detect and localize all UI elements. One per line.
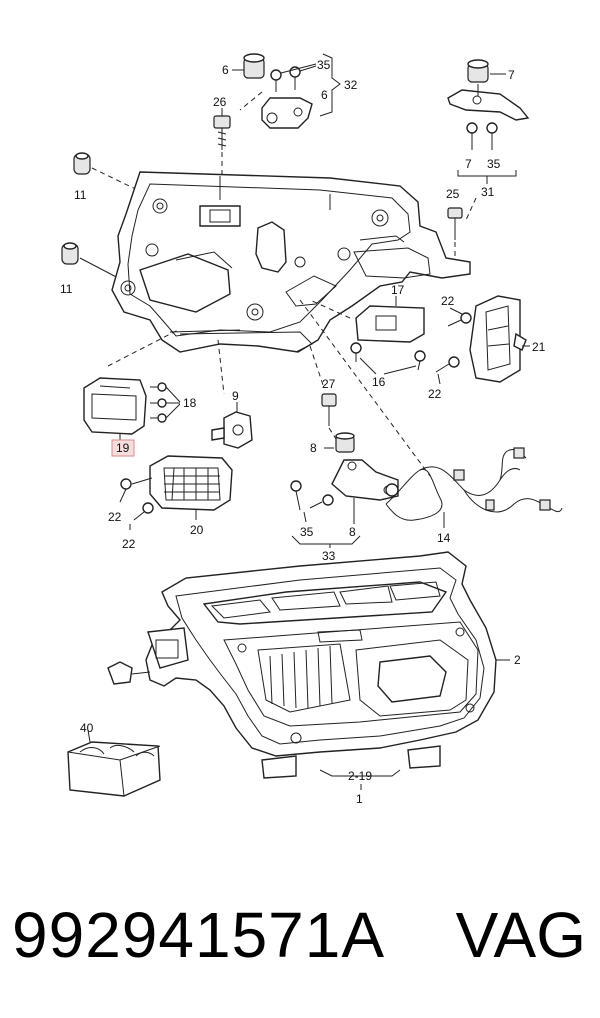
- callout-22-left-lower: 22: [122, 537, 136, 551]
- part-20-mesh-cover: [149, 455, 233, 520]
- part-16-screws: [350, 342, 426, 375]
- callout-14: 14: [437, 531, 451, 545]
- callout-31: 31: [481, 185, 495, 199]
- part-35-screws-top: [270, 63, 317, 92]
- brand-label: VAG: [455, 899, 586, 971]
- part-9-adjuster-motor: [211, 339, 253, 449]
- part-17-control-module: [309, 296, 425, 343]
- part-19-ballast-module: [83, 377, 147, 442]
- part-8-bracket: [331, 459, 399, 524]
- housing-back-plate: [111, 171, 471, 353]
- callout-19: 19: [116, 441, 130, 455]
- callout-11-lower: 11: [60, 282, 73, 296]
- part-number: 992941571A: [12, 899, 386, 971]
- footer: 992941571A VAG: [0, 880, 600, 990]
- callout-16: 16: [372, 375, 386, 389]
- part-11-cap-lower: [61, 242, 123, 281]
- part-6-nut-top: [232, 53, 265, 79]
- callout-25: 25: [446, 187, 460, 201]
- callout-2: 2: [514, 653, 521, 667]
- part-35-screws-bottom: [290, 480, 334, 523]
- callout-17: 17: [391, 283, 405, 297]
- part-22-screw-upper-right: [447, 307, 472, 327]
- callout-26: 26: [213, 95, 227, 109]
- part-27-screw: [309, 345, 339, 443]
- part-14-wiring-harness: [299, 299, 563, 528]
- part-25-screw: 25: [446, 187, 463, 264]
- callout-7-top: 7: [508, 68, 515, 82]
- callout-7-group: 7: [465, 157, 472, 171]
- part-8-nut: [324, 432, 355, 453]
- part-22-screws-left: [119, 477, 154, 530]
- callout-6-top: 6: [222, 63, 229, 77]
- callout-2-19: 2-19: [348, 769, 372, 783]
- callout-21: 21: [532, 340, 546, 354]
- callout-40: 40: [80, 721, 94, 735]
- part-40-kit-box: [67, 729, 161, 797]
- callout-6-group: 6: [321, 88, 328, 102]
- part-22-screw-lower-right: [435, 356, 460, 385]
- part-32-bracket-top: [261, 53, 341, 129]
- callout-22-left-upper: 22: [108, 510, 122, 524]
- part-11-cap-upper: [73, 152, 151, 197]
- callout-35-right: 35: [487, 157, 501, 171]
- callout-8-group: 8: [349, 525, 356, 539]
- callout-1: 1: [356, 792, 363, 806]
- callout-22-upper-right: 22: [441, 294, 455, 308]
- exploded-parts-diagram: 6 35 6 32 26 7 7 35 31: [60, 53, 563, 806]
- callout-20: 20: [190, 523, 204, 537]
- callout-33: 33: [322, 549, 336, 563]
- callout-9: 9: [232, 389, 239, 403]
- callout-18: 18: [183, 396, 197, 410]
- callout-27: 27: [322, 377, 336, 391]
- part-31-bracket-right: [447, 84, 530, 121]
- part-35-screws-right: [466, 122, 498, 150]
- callout-11-upper: 11: [74, 188, 87, 202]
- callout-35-top: 35: [317, 58, 331, 72]
- part-18-screws: [150, 382, 181, 423]
- part-2-headlamp-assembly: [107, 551, 510, 779]
- callout-32: 32: [344, 78, 358, 92]
- callout-8-top: 8: [310, 441, 317, 455]
- callout-35-bottom: 35: [300, 525, 314, 539]
- callout-19-box: [111, 439, 135, 457]
- callout-22-lower-right: 22: [428, 387, 442, 401]
- part-7-nut-right: [467, 59, 506, 83]
- part-21-bracket: [469, 295, 530, 383]
